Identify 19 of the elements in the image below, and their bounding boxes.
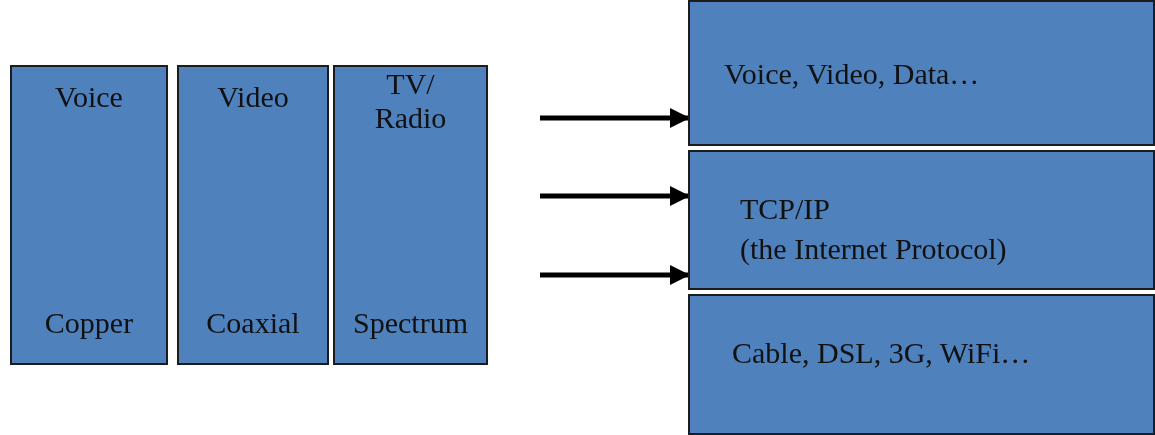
box-label: (the Internet Protocol): [740, 232, 1007, 266]
box-label: TV/ Radio: [373, 67, 448, 135]
column-box: [177, 65, 329, 365]
arrow: [540, 108, 690, 128]
arrow: [540, 265, 690, 285]
layer-box: [688, 0, 1155, 146]
layer-box: [688, 150, 1155, 290]
box-label: Voice: [54, 79, 124, 115]
box-label: TCP/IP: [740, 192, 831, 226]
column-box: [10, 65, 168, 365]
box-label: Spectrum: [352, 305, 469, 341]
box-label: Voice, Video, Data…: [724, 57, 980, 91]
box-label: Coaxial: [205, 305, 301, 341]
box-label: Video: [216, 79, 290, 115]
box-label: Copper: [43, 305, 135, 341]
box-label: Cable, DSL, 3G, WiFi…: [732, 336, 1031, 370]
column-box: [333, 65, 488, 365]
layer-box: [688, 294, 1155, 435]
arrow: [540, 186, 690, 206]
